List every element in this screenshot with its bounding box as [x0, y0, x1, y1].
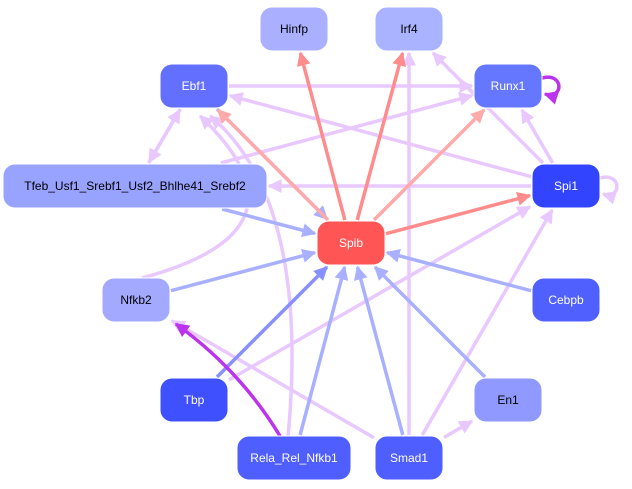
edge-rela-to-nfkb2 [174, 322, 282, 437]
node-label: Runx1 [491, 79, 526, 93]
edge-smad1-to-en1 [443, 419, 474, 440]
edge-nfkb2-to-spib [170, 249, 317, 293]
node-label: Cebpb [548, 293, 584, 307]
node-label: Irf4 [400, 22, 418, 36]
edges-layer [141, 51, 619, 440]
edge-tbp-to-spib [215, 265, 329, 379]
node-box[interactable] [374, 435, 444, 481]
node-label: En1 [497, 393, 519, 407]
node-label: Tbp [184, 393, 205, 407]
node-tbp[interactable]: Tbp [159, 377, 229, 423]
edge-tbp-to-spi1 [228, 205, 532, 382]
edge-spi1-to-spi1 [599, 175, 619, 205]
edge-rela-to-spib [298, 265, 349, 436]
node-box[interactable] [2, 163, 268, 209]
node-label: Rela_Rel_Nfkb1 [250, 451, 338, 465]
node-spib[interactable]: Spib [316, 220, 386, 266]
node-box[interactable] [159, 63, 229, 109]
node-hinfp[interactable]: Hinfp [259, 6, 329, 52]
node-box[interactable] [316, 220, 386, 266]
node-box[interactable] [374, 6, 444, 52]
node-label: Spi1 [554, 179, 578, 193]
node-box[interactable] [236, 435, 352, 481]
edge-smad1-to-nfkb2 [170, 319, 375, 440]
edge-en1-to-spib [373, 265, 487, 379]
node-rela[interactable]: Rela_Rel_Nfkb1 [236, 435, 352, 481]
edge-cebpb-to-spib [385, 249, 532, 293]
node-irf4[interactable]: Irf4 [374, 6, 444, 52]
edge-spib-to-ebf1 [216, 108, 330, 222]
edge-smad1-to-spi1 [420, 208, 554, 436]
node-label: Ebf1 [182, 79, 207, 93]
edge-spib-to-spi1 [385, 192, 532, 236]
node-smad1[interactable]: Smad1 [374, 435, 444, 481]
node-ebf1[interactable]: Ebf1 [159, 63, 229, 109]
edge-tfeb-to-ebf1 [147, 108, 182, 164]
node-cebpb[interactable]: Cebpb [531, 277, 601, 323]
node-box[interactable] [259, 6, 329, 52]
node-label: Spib [339, 236, 363, 250]
edge-smad1-to-spib [353, 265, 405, 436]
edge-tfeb-to-runx1 [220, 92, 474, 165]
node-box[interactable] [101, 277, 171, 323]
node-label: Smad1 [390, 451, 428, 465]
edge-spib-to-irf4 [355, 51, 406, 221]
node-box[interactable] [159, 377, 229, 423]
edge-runx1-to-runx1 [541, 75, 561, 105]
node-spi1[interactable]: Spi1 [531, 163, 601, 209]
edge-spi1-to-runx1 [520, 108, 555, 164]
node-runx1[interactable]: Runx1 [473, 63, 543, 109]
node-nfkb2[interactable]: Nfkb2 [101, 277, 171, 323]
node-box[interactable] [531, 163, 601, 209]
node-label: Tfeb_Usf1_Srebf1_Usf2_Bhlhe41_Srebf2 [24, 179, 246, 193]
edge-rela-to-ebf1 [209, 114, 294, 437]
node-box[interactable] [473, 63, 543, 109]
node-tfeb[interactable]: Tfeb_Usf1_Srebf1_Usf2_Bhlhe41_Srebf2 [2, 163, 268, 209]
edge-spib-to-hinfp [296, 51, 347, 221]
node-box[interactable] [473, 377, 543, 423]
node-label: Hinfp [280, 22, 308, 36]
edge-tfeb-to-spib [221, 207, 317, 238]
node-box[interactable] [531, 277, 601, 323]
node-label: Nfkb2 [120, 293, 152, 307]
node-en1[interactable]: En1 [473, 377, 543, 423]
edge-spib-to-runx1 [372, 108, 486, 222]
